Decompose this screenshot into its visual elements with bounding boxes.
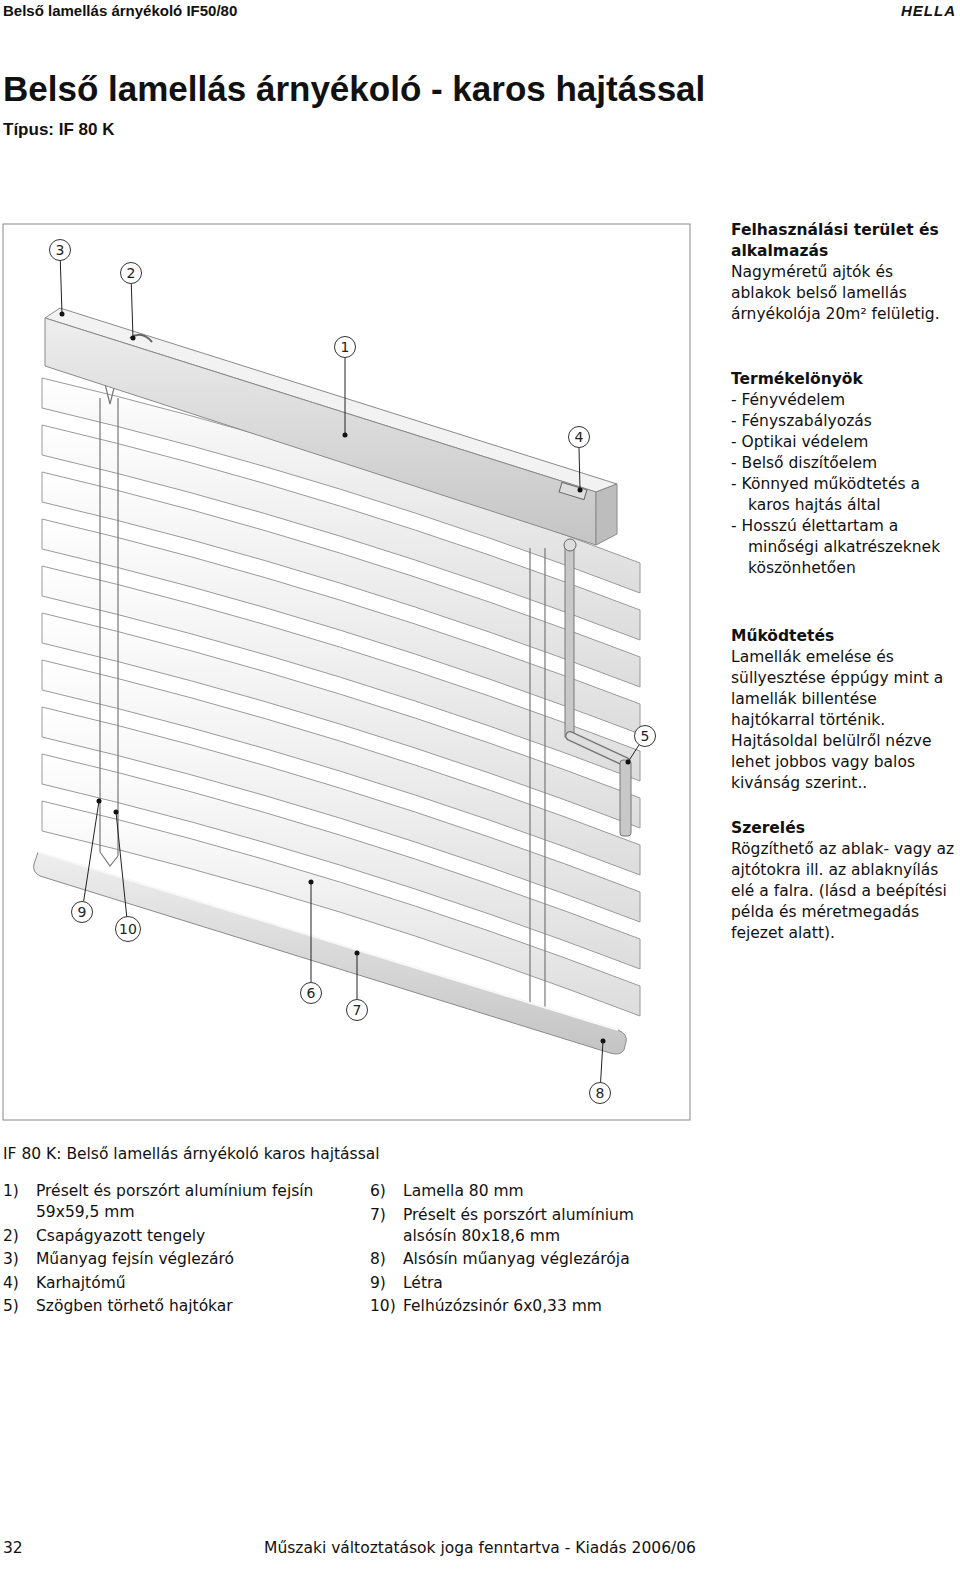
section-heading: Működtetés — [731, 626, 957, 647]
slat — [42, 801, 640, 1016]
callout-text: 1 — [341, 339, 350, 355]
parts-row: 8)Alsósín műanyag véglezárója — [370, 1249, 660, 1270]
section-text: Termékelönyök- Fényvédelem- Fényszabályo… — [731, 369, 957, 579]
section-heading: Szerelés — [731, 818, 957, 839]
part-number: 3) — [3, 1249, 36, 1270]
section-heading: Termékelönyök — [731, 369, 957, 390]
callout-text: 5 — [641, 728, 650, 744]
part-number: 1) — [3, 1181, 36, 1223]
part-name: Csapágyazott tengely — [36, 1226, 348, 1247]
parts-row: 1)Préselt és porszórt alumínium fejsín 5… — [3, 1181, 348, 1223]
text-block: Belső lamellás árnyékoló IF50/80 — [3, 2, 423, 20]
part-number: 7) — [370, 1205, 403, 1247]
callout-number: 5 — [634, 725, 656, 747]
page-title: Belső lamellás árnyékoló - karos hajtáss… — [3, 68, 705, 110]
part-name: Préselt és porszórt alumínium alsósín 80… — [403, 1205, 660, 1247]
drive-crank — [564, 539, 631, 836]
part-name: Préselt és porszórt alumínium fejsín 59x… — [36, 1181, 348, 1223]
callout-text: 8 — [596, 1085, 605, 1101]
section-text: MűködtetésLamellák emelése és süllyeszté… — [731, 626, 957, 794]
leader-lines — [60, 261, 639, 1082]
text-block: Lamellák emelése és süllyesztése éppúgy … — [731, 647, 957, 794]
bullet-item: - Könnyed működtetés a karos hajtás álta… — [731, 474, 957, 516]
part-number: 8) — [370, 1249, 403, 1270]
bullet-item: - Fényszabályozás — [731, 411, 957, 432]
bullet-item: - Fényvédelem — [731, 390, 957, 411]
callout-number: 3 — [49, 239, 71, 261]
part-name: Szögben törhető hajtókar — [36, 1296, 348, 1317]
callout-number: 1 — [334, 336, 356, 358]
parts-row: 5)Szögben törhető hajtókar — [3, 1296, 348, 1317]
callout-number: 6 — [300, 982, 322, 1004]
page-number: 32 — [3, 1538, 63, 1559]
part-number: 6) — [370, 1181, 403, 1202]
callout-number: 10 — [115, 916, 141, 942]
callout-number: 8 — [589, 1082, 611, 1104]
slat — [42, 754, 640, 969]
callout-text: 10 — [119, 921, 137, 937]
parts-row: 9)Létra — [370, 1273, 660, 1294]
part-number: 2) — [3, 1226, 36, 1247]
parts-row: 4)Karhajtómű — [3, 1273, 348, 1294]
text-block: HELLA — [880, 2, 956, 20]
bullet-item: - Optikai védelem — [731, 432, 957, 453]
callout-text: 4 — [575, 429, 584, 445]
callout-text: 9 — [78, 904, 87, 920]
bullet-item: - Belső diszítőelem — [731, 453, 957, 474]
callout-number: 9 — [71, 901, 93, 923]
parts-row: 6)Lamella 80 mm — [370, 1181, 660, 1202]
leader-dots — [60, 312, 631, 1044]
part-name: Műanyag fejsín véglezáró — [36, 1249, 348, 1270]
callout-text: 2 — [127, 265, 136, 281]
part-name: Felhúzózsinór 6x0,33 mm — [403, 1296, 660, 1317]
text-block: Műszaki változtatások joga fenntartva - … — [180, 1538, 780, 1559]
text-block: 32 — [3, 1538, 63, 1559]
text-block: Típus: IF 80 K — [3, 120, 423, 140]
callout-number: 2 — [120, 262, 142, 284]
brand-logo: HELLA — [880, 2, 956, 20]
part-name: Lamella 80 mm — [403, 1181, 660, 1202]
part-number: 4) — [3, 1273, 36, 1294]
text-block: IF 80 K: Belső lamellás árnyékoló karos … — [3, 1144, 643, 1165]
bottom-rail — [34, 852, 627, 1054]
callout-text: 6 — [307, 985, 316, 1001]
parts-caption: IF 80 K: Belső lamellás árnyékoló karos … — [3, 1144, 643, 1165]
parts-row: 10)Felhúzózsinór 6x0,33 mm — [370, 1296, 660, 1317]
bullet-item: - Hosszú élettartam a minőségi alkatrész… — [731, 516, 957, 579]
text-block: Rögzíthető az ablak- vagy az ajtótokra i… — [731, 839, 957, 944]
section-text: Felhasználási terület és alkalmazásNagym… — [731, 220, 957, 325]
text-block: Nagyméretű ajtók és ablakok belső lamell… — [731, 262, 957, 325]
parts-row: 7)Préselt és porszórt alumínium alsósín … — [370, 1205, 660, 1247]
part-number: 5) — [3, 1296, 36, 1317]
section-heading: Felhasználási terület és alkalmazás — [731, 220, 957, 262]
parts-row: 3)Műanyag fejsín véglezáró — [3, 1249, 348, 1270]
callout-text: 7 — [353, 1002, 362, 1018]
parts-list: 1)Préselt és porszórt alumínium fejsín 5… — [3, 1181, 348, 1320]
callout-text: 3 — [56, 242, 65, 258]
parts-row: 2)Csapágyazott tengely — [3, 1226, 348, 1247]
page-header: Belső lamellás árnyékoló IF50/80 — [3, 2, 423, 20]
head-rail — [45, 308, 617, 545]
footer-note: Műszaki változtatások joga fenntartva - … — [180, 1538, 780, 1559]
part-name: Alsósín műanyag véglezárója — [403, 1249, 660, 1270]
type-code: Típus: IF 80 K — [3, 120, 423, 140]
section-text: SzerelésRögzíthető az ablak- vagy az ajt… — [731, 818, 957, 944]
parts-list: 6)Lamella 80 mm7)Préselt és porszórt alu… — [370, 1181, 660, 1320]
part-number: 9) — [370, 1273, 403, 1294]
part-name: Karhajtómű — [36, 1273, 348, 1294]
illustration-frame — [3, 224, 690, 1120]
callout-number: 4 — [568, 426, 590, 448]
callout-number: 7 — [346, 999, 368, 1021]
part-name: Létra — [403, 1273, 660, 1294]
part-number: 10) — [370, 1296, 403, 1317]
